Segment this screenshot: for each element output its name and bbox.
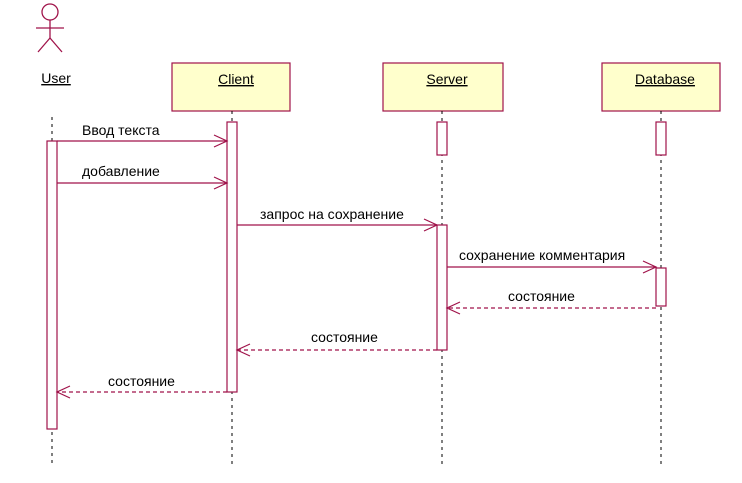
activation-client: [226, 121, 238, 393]
arrowhead-icon: [445, 301, 461, 315]
lifeline-label-server: Server: [426, 71, 468, 87]
message-return-server: состояние: [235, 329, 437, 357]
activation-server-top: [436, 121, 448, 156]
arrowhead-icon: [213, 134, 229, 148]
message-label: добавление: [82, 163, 160, 179]
message-label: состояние: [508, 288, 575, 304]
message-label: Ввод текста: [82, 122, 160, 138]
actor-user: User: [36, 3, 71, 86]
message-label: сохранение комментария: [459, 247, 625, 263]
message-save-comment: сохранение комментария: [447, 247, 658, 274]
lifeline-box-server: [382, 62, 504, 112]
message-enter-text: Ввод текста: [57, 122, 229, 148]
arrowhead-icon: [423, 218, 439, 232]
message-add: добавление: [57, 163, 229, 190]
lifeline-box-client: [171, 62, 291, 112]
arrowhead-icon: [235, 343, 251, 357]
actor-right-leg: [49, 37, 63, 53]
actor-left-leg: [37, 37, 51, 53]
actor-label: User: [41, 70, 71, 86]
message-label: состояние: [108, 373, 175, 389]
message-return-client: состояние: [55, 373, 227, 399]
message-save-request: запрос на сохранение: [237, 206, 439, 232]
lifeline-box-database: [601, 62, 721, 112]
arrowhead-icon: [642, 260, 658, 274]
activation-server: [436, 224, 448, 351]
message-label: состояние: [311, 329, 378, 345]
arrowhead-icon: [213, 176, 229, 190]
lifeline-label-client: Client: [218, 71, 254, 87]
lifeline-label-database: Database: [635, 71, 695, 87]
message-return-db: состояние: [445, 288, 656, 315]
message-label: запрос на сохранение: [260, 206, 404, 222]
activation-user: [46, 140, 58, 430]
activation-database: [655, 267, 667, 307]
actor-head: [41, 3, 59, 21]
activation-database-top: [655, 121, 667, 156]
arrowhead-icon: [55, 385, 71, 399]
